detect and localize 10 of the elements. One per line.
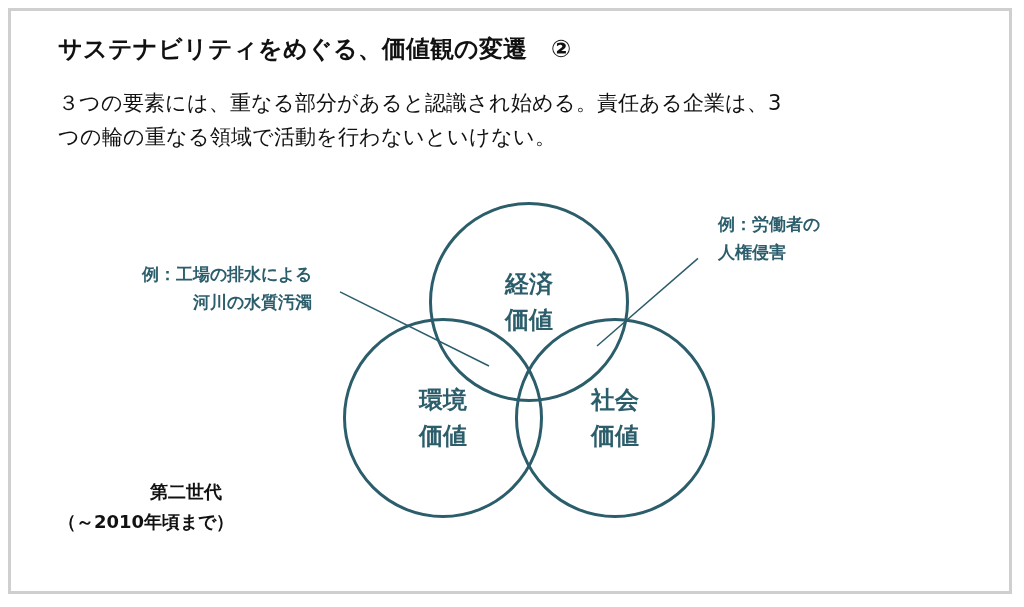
era-label: （～2010年頃まで） [58,510,235,534]
circle-label: 環境価値 [419,385,467,452]
description-text: ３つの要素には、重なる部分があると認識され始める。責任ある企業は、3つの輪の重なる領域で活動を行わないといけない。 [58,90,783,151]
era-label: 第二世代 [150,480,222,504]
example-note: 例：工場の排水による河川の水質汚濁 [141,263,312,314]
example-note: 例：労働者の人権侵害 [718,213,821,264]
circle-label: 経済価値 [505,269,553,336]
circle-label: 社会価値 [591,385,639,452]
title: サステナビリティをめぐる、価値観の変遷 ② [58,34,572,65]
leader-line [339,291,490,367]
